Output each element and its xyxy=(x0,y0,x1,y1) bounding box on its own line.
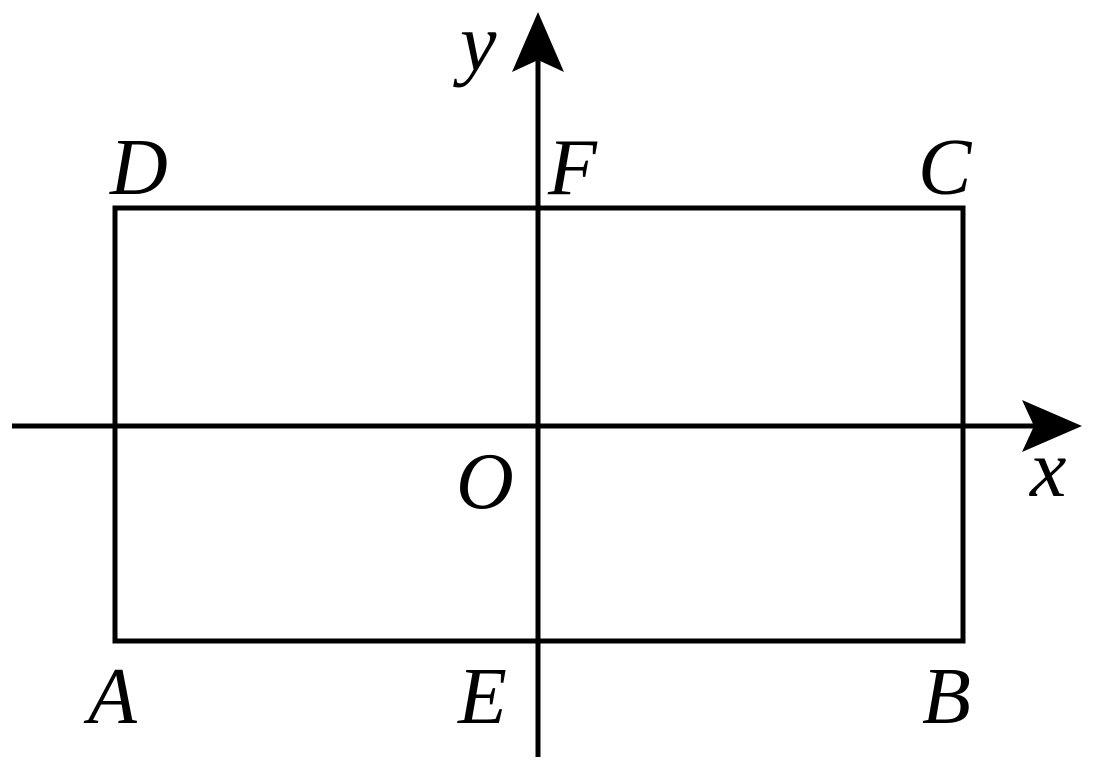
point-label-b: B xyxy=(922,653,971,741)
y-axis-label: y xyxy=(453,0,497,88)
point-label-a: A xyxy=(83,653,138,741)
point-label-o: O xyxy=(456,438,514,526)
point-label-d: D xyxy=(109,124,168,212)
point-label-e: E xyxy=(457,653,507,741)
point-label-c: C xyxy=(918,124,973,212)
x-axis-arrowhead xyxy=(1022,400,1082,452)
y-axis-arrowhead xyxy=(512,12,564,72)
point-label-f: F xyxy=(547,124,598,212)
x-axis-label: x xyxy=(1029,423,1066,514)
